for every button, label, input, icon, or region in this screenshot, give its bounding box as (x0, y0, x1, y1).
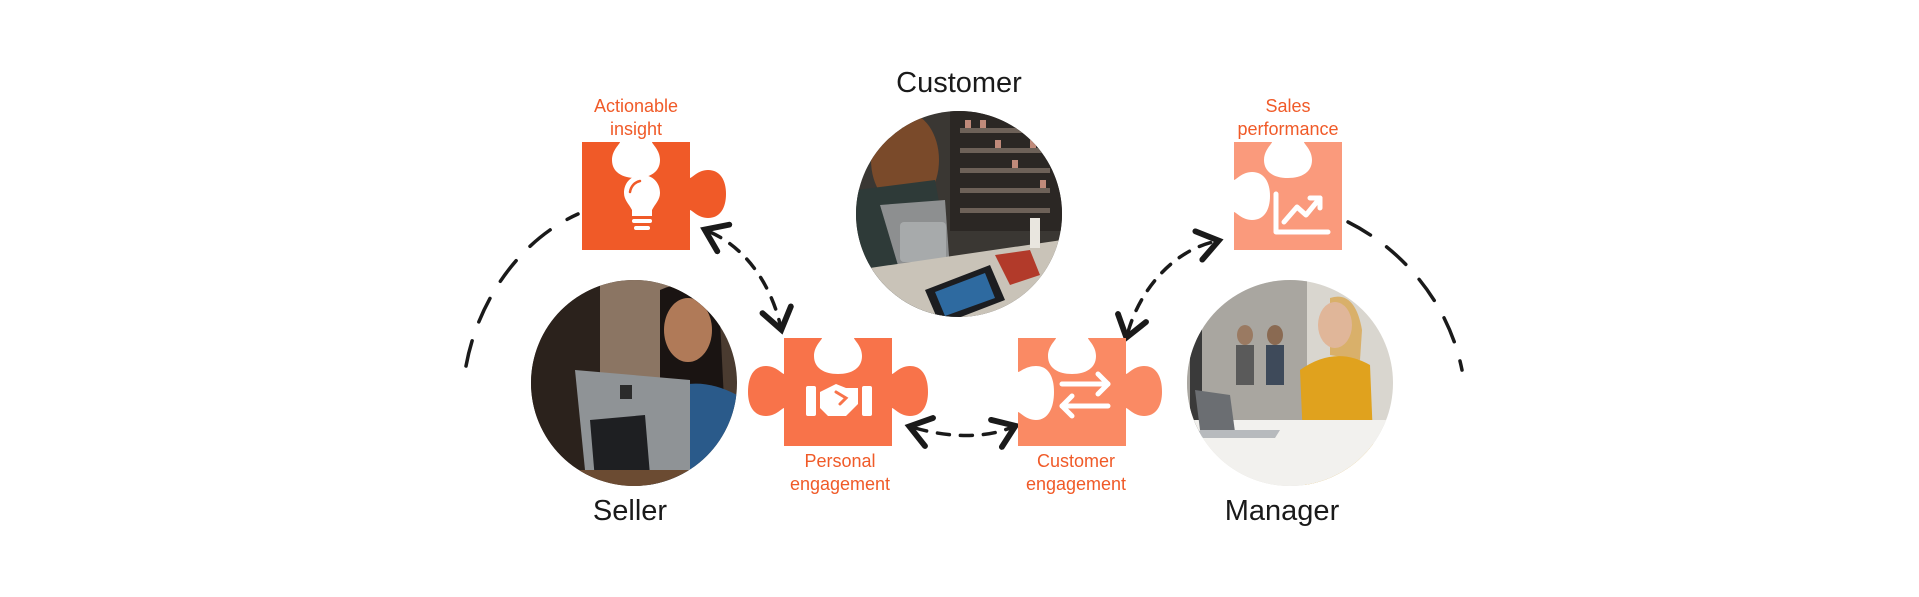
arrow-insight-personal (700, 221, 794, 335)
customer-photo (856, 111, 1062, 317)
puzzle-shape-customer (1018, 338, 1162, 446)
swap-arrows-icon (1059, 371, 1111, 419)
piece-label-line: Customer (1036, 451, 1116, 471)
piece-label-customer-engagement: Customer engagement (976, 450, 1176, 496)
outer-arc-right (1346, 220, 1464, 372)
piece-label-personal-engagement: Personal engagement (740, 450, 940, 496)
piece-label-line: Sales (1265, 96, 1311, 116)
connector-arrows (700, 221, 1224, 450)
piece-label-line: Personal (804, 451, 876, 471)
arrow-personal-customer (904, 415, 1021, 450)
piece-label-line: performance (1237, 119, 1339, 139)
seller-photo (531, 280, 737, 486)
role-label-customer: Customer (896, 67, 1022, 99)
role-label-manager: Manager (1224, 495, 1340, 527)
outer-arc-left (464, 212, 580, 368)
trend-chart-icon (1273, 191, 1331, 235)
puzzle-piece-personal-engagement (748, 338, 928, 446)
handshake-icon (806, 384, 872, 416)
piece-label-line: engagement (1025, 474, 1127, 494)
role-label-seller: Seller (592, 495, 668, 527)
piece-label-sales-performance: Sales performance (1188, 95, 1388, 141)
puzzle-piece-sales-performance (1234, 142, 1342, 250)
lightbulb-icon (624, 175, 660, 230)
puzzle-piece-actionable-insight (582, 142, 726, 250)
arrow-customer-sales (1115, 228, 1224, 343)
piece-label-actionable-insight: Actionable insight (536, 95, 736, 141)
piece-label-line: insight (609, 119, 663, 139)
puzzle-shape-sales (1234, 142, 1342, 250)
manager-photo (1187, 280, 1393, 486)
puzzle-piece-customer-engagement (1018, 338, 1162, 446)
outer-cycle-arcs (464, 212, 1464, 372)
piece-label-line: Actionable (593, 96, 679, 116)
piece-label-line: engagement (789, 474, 891, 494)
